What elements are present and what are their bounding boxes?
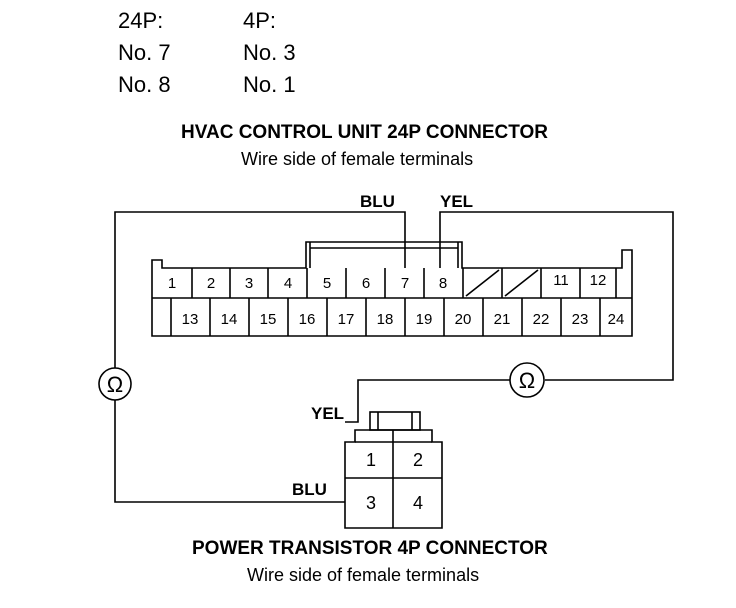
hvac-terminal-label: 7	[401, 275, 409, 292]
hvac-terminal-label: 24	[608, 311, 625, 328]
transistor-connector-subtitle: Wire side of female terminals	[247, 565, 480, 585]
hvac-terminal-label: 1	[168, 275, 176, 292]
wire-yel	[345, 211, 674, 423]
table-cell-4p-row2: No. 1	[243, 72, 296, 97]
transistor-terminal-label: 3	[366, 493, 376, 513]
hvac-terminal-label: 3	[245, 275, 253, 292]
table-cell-24p-row1: No. 7	[118, 40, 171, 65]
hvac-terminal-label: 4	[284, 275, 292, 292]
hvac-terminal-label: 19	[416, 311, 433, 328]
hvac-terminal-label: 23	[572, 311, 589, 328]
transistor-connector-title: POWER TRANSISTOR 4P CONNECTOR	[192, 538, 548, 559]
hvac-terminal-label: 16	[299, 311, 316, 328]
table-header-4p: 4P:	[243, 8, 277, 33]
hvac-terminal-label: 11	[553, 272, 569, 289]
transistor-terminal-label: 1	[366, 450, 376, 470]
hvac-terminal-label: 17	[338, 311, 355, 328]
hvac-connector-body	[151, 241, 633, 337]
table-cell-24p-row2: No. 8	[118, 72, 171, 97]
ohm-symbol-left: Ω	[107, 372, 123, 397]
hvac-terminal-label: 5	[323, 275, 331, 292]
ohmmeter-right	[509, 362, 545, 398]
hvac-terminal-label: 2	[207, 275, 215, 292]
hvac-terminal-label: 14	[221, 311, 238, 328]
transistor-terminal-label: 4	[413, 493, 423, 513]
transistor-connector-latch	[369, 411, 421, 431]
hvac-terminal-label: 8	[439, 275, 447, 292]
transistor-wire-label-yel: YEL	[311, 404, 345, 423]
hvac-terminal-label: 13	[182, 311, 199, 328]
transistor-terminal-label: 2	[413, 450, 423, 470]
hvac-terminal-label: 18	[377, 311, 394, 328]
transistor-wire-label-blu: BLU	[292, 480, 327, 499]
hvac-wire-label-blu: BLU	[360, 192, 395, 211]
table-header-24p: 24P:	[118, 8, 164, 33]
hvac-connector-subtitle: Wire side of female terminals	[241, 149, 474, 169]
hvac-terminal-label: 15	[260, 311, 277, 328]
ohmmeter-left	[98, 367, 132, 401]
hvac-terminal-label: 12	[590, 272, 607, 289]
hvac-wire-label-yel: YEL	[440, 192, 474, 211]
hvac-terminal-label: 6	[362, 275, 370, 292]
hvac-terminal-label: 20	[455, 311, 472, 328]
hvac-terminal-label: 22	[533, 311, 550, 328]
ohm-symbol-right: Ω	[519, 368, 535, 393]
hvac-connector-title: HVAC CONTROL UNIT 24P CONNECTOR	[181, 122, 549, 143]
hvac-terminal-label: 21	[494, 311, 511, 328]
table-cell-4p-row1: No. 3	[243, 40, 296, 65]
wire-blu	[114, 211, 406, 503]
